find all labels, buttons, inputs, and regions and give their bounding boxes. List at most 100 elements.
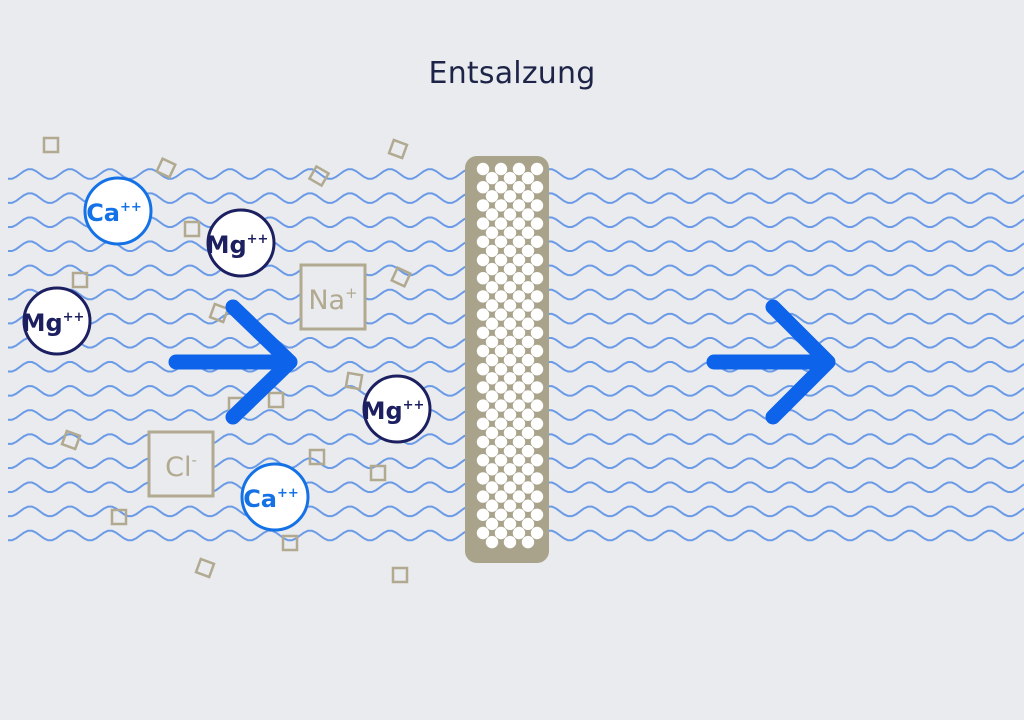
membrane-pore: [521, 262, 535, 276]
membrane-pore: [476, 308, 490, 321]
svg-text:Ca++: Ca++: [86, 199, 142, 227]
membrane-pore: [503, 190, 517, 203]
membrane-pore: [476, 472, 490, 485]
membrane-pore: [494, 381, 508, 394]
membrane-pore: [512, 363, 526, 376]
membrane-pore: [521, 481, 535, 494]
membrane-pore: [530, 235, 544, 248]
membrane-pore: [512, 181, 526, 194]
flow-arrow-out-icon: [706, 299, 836, 425]
membrane-pore: [530, 454, 544, 467]
membrane-pore: [485, 535, 499, 549]
membrane-pore: [476, 181, 490, 194]
membrane-pore: [494, 526, 508, 540]
membrane-pore: [494, 290, 508, 303]
membrane-pore: [521, 408, 535, 421]
membrane-pore: [503, 244, 517, 258]
ion-calcium-1: Ca++: [83, 176, 153, 246]
square-particle-icon: [183, 220, 201, 238]
membrane-pore: [512, 272, 526, 285]
square-particle-icon: [281, 534, 299, 552]
membrane-pore: [503, 281, 517, 294]
membrane-pore: [476, 162, 490, 176]
membrane-pore: [503, 171, 517, 185]
membrane-pore: [485, 299, 499, 312]
membrane-pore: [521, 517, 535, 531]
membrane-pore: [476, 435, 490, 449]
membrane-pore: [512, 326, 526, 339]
square-particle-icon: [344, 371, 364, 391]
membrane-pore: [503, 499, 517, 512]
ion-magnesium-1: Mg++: [206, 208, 276, 278]
svg-text:Ca++: Ca++: [243, 485, 299, 513]
membrane-pore: [512, 162, 526, 176]
membrane-pore: [476, 526, 490, 540]
membrane-pore: [512, 199, 526, 212]
square-particle-icon: [307, 164, 331, 188]
membrane-pore: [503, 372, 517, 385]
membrane-pore: [494, 217, 508, 230]
membrane-pore: [476, 217, 490, 230]
membrane-pore: [476, 199, 490, 212]
membrane-pore: [512, 253, 526, 267]
membrane-pore: [485, 281, 499, 294]
membrane-pore: [530, 363, 544, 376]
membrane-pore: [485, 390, 499, 403]
membrane-pore: [485, 372, 499, 385]
membrane-pore: [512, 472, 526, 485]
membrane-filter-icon: [465, 156, 549, 563]
membrane-pore: [494, 308, 508, 321]
membrane-pore: [494, 162, 508, 176]
membrane-pore: [530, 490, 544, 503]
membrane-pore: [521, 372, 535, 385]
membrane-pore: [521, 208, 535, 221]
membrane-pore: [521, 444, 535, 458]
membrane-pore: [530, 217, 544, 230]
membrane-pore: [485, 499, 499, 512]
membrane-pore: [476, 417, 490, 430]
membrane-pore: [530, 308, 544, 321]
square-particle-icon: [60, 429, 82, 451]
ion-calcium-2: Ca++: [240, 462, 310, 532]
membrane-pore: [530, 417, 544, 430]
membrane-pore: [476, 344, 490, 358]
membrane-pore: [512, 235, 526, 248]
membrane-pore: [521, 281, 535, 294]
membrane-pore: [521, 426, 535, 440]
membrane-pore: [494, 454, 508, 467]
membrane-pore: [530, 326, 544, 339]
membrane-pore: [512, 435, 526, 449]
membrane-pore: [503, 517, 517, 531]
svg-text:Mg++: Mg++: [362, 397, 425, 425]
membrane-pore: [530, 472, 544, 485]
membrane-pore: [485, 317, 499, 330]
square-particle-icon: [155, 157, 177, 179]
membrane-pore: [503, 353, 517, 367]
salt-ion-na: Na+: [299, 263, 367, 331]
square-particle-icon: [267, 391, 285, 409]
membrane-pore: [521, 317, 535, 330]
membrane-pore: [521, 390, 535, 403]
membrane-pore: [512, 399, 526, 412]
membrane-pore: [476, 490, 490, 503]
membrane-pore: [521, 353, 535, 367]
membrane-pore: [530, 526, 544, 540]
square-particle-icon: [369, 464, 387, 482]
membrane-pore: [476, 508, 490, 521]
membrane-pore: [494, 344, 508, 358]
membrane-pore: [503, 408, 517, 421]
membrane-pore: [503, 444, 517, 458]
salt-ion-cl: Cl-: [147, 430, 215, 498]
membrane-pore: [521, 299, 535, 312]
ion-magnesium-2: Mg++: [22, 286, 92, 356]
membrane-pore: [512, 217, 526, 230]
membrane-pore: [476, 326, 490, 339]
square-particle-icon: [390, 266, 412, 288]
square-particle-icon: [194, 557, 216, 579]
membrane-pore: [476, 290, 490, 303]
membrane-pore: [503, 463, 517, 476]
svg-text:Cl-: Cl-: [165, 451, 197, 483]
membrane-pore: [512, 344, 526, 358]
square-particle-icon: [208, 302, 230, 324]
